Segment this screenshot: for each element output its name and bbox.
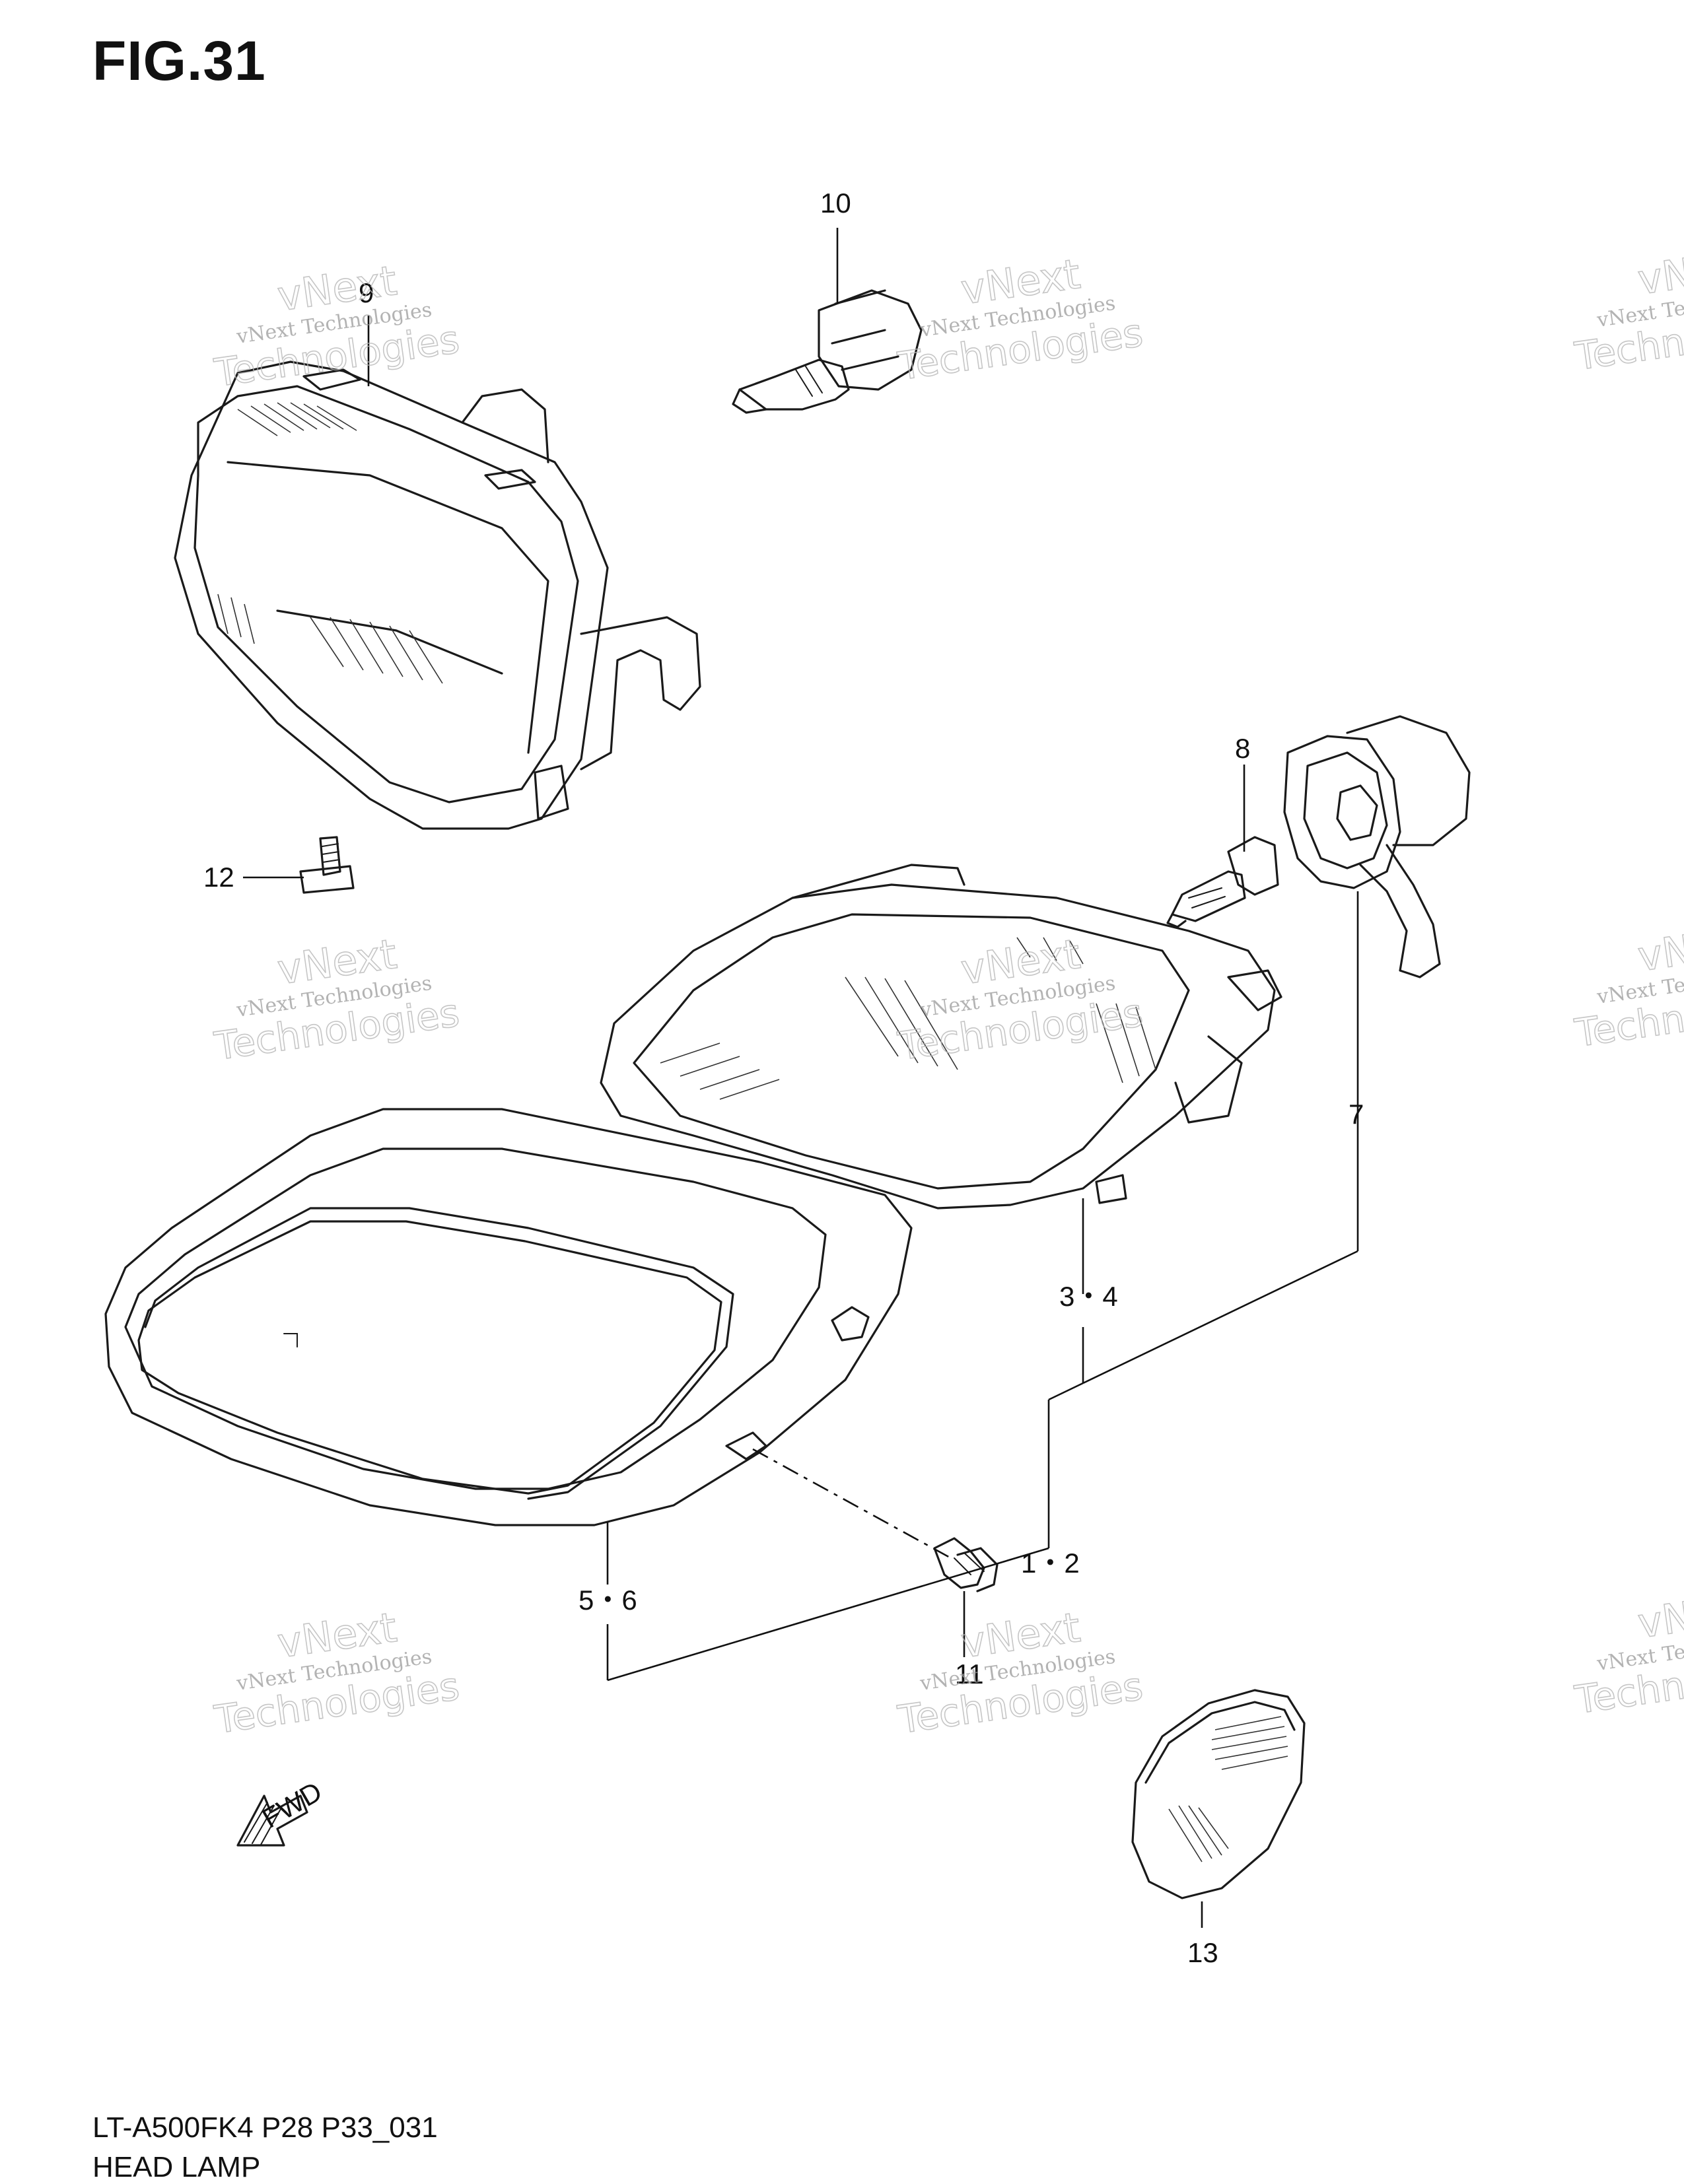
model-code: LT-A500FK4 P28 P33_031 [92,2111,438,2144]
main-headlamp-lens [600,864,1282,1210]
svg-text:vNext: vNext [1635,916,1684,980]
svg-text:vNext: vNext [1635,1583,1684,1647]
leader-lines [243,228,1359,1928]
callout-13: 13 [1187,1937,1218,1968]
watermark: vNext vNext Technologies Technologies [894,1602,1146,1743]
watermark: vNext vNext Technologies Technologies [211,256,462,396]
headlamp-bezel [104,1108,913,1526]
bulb-8 [1166,836,1279,928]
upper-headlamp-assembly [174,360,701,830]
watermark-group: vNext vNext Technologies Technologies vN… [211,239,1684,1743]
bolt-12 [299,836,355,894]
callout-7: 7 [1349,1099,1364,1130]
watermark: vNext vNext Technologies Technologies [211,929,462,1070]
watermark: vNext vNext Technologies Technologies [894,929,1146,1070]
callout-9: 9 [359,277,374,308]
callout-8: 8 [1235,733,1250,764]
fwd-direction-arrow: FWD [236,1775,327,1847]
callout-1-2: 1・2 [1021,1548,1080,1579]
watermark: vNext vNext Technologies Technologies [1571,916,1684,1056]
watermark: vNext vNext Technologies Technologies [1571,1583,1684,1723]
svg-text:vNext: vNext [1635,240,1684,304]
callout-11: 11 [955,1658,984,1689]
figure-title: FIG.31 [92,30,266,92]
socket-7 [1283,715,1471,978]
watermark: vNext vNext Technologies Technologies [211,1602,462,1743]
callout-labels: 10 9 12 8 7 3・4 1・2 5・6 11 13 [203,188,1364,1968]
clip-11 [933,1537,999,1592]
callout-10: 10 [820,188,851,219]
reflector-13 [1131,1689,1306,1899]
callout-3-4: 3・4 [1059,1281,1118,1312]
upper-bulb-socket [732,289,923,414]
callout-12: 12 [203,862,234,893]
section-name: HEAD LAMP [92,2151,261,2183]
callout-5-6: 5・6 [579,1585,637,1616]
watermark: vNext vNext Technologies Technologies [1571,239,1684,380]
fwd-label: FWD [257,1775,327,1834]
watermark: vNext vNext Technologies Technologies [894,249,1146,390]
